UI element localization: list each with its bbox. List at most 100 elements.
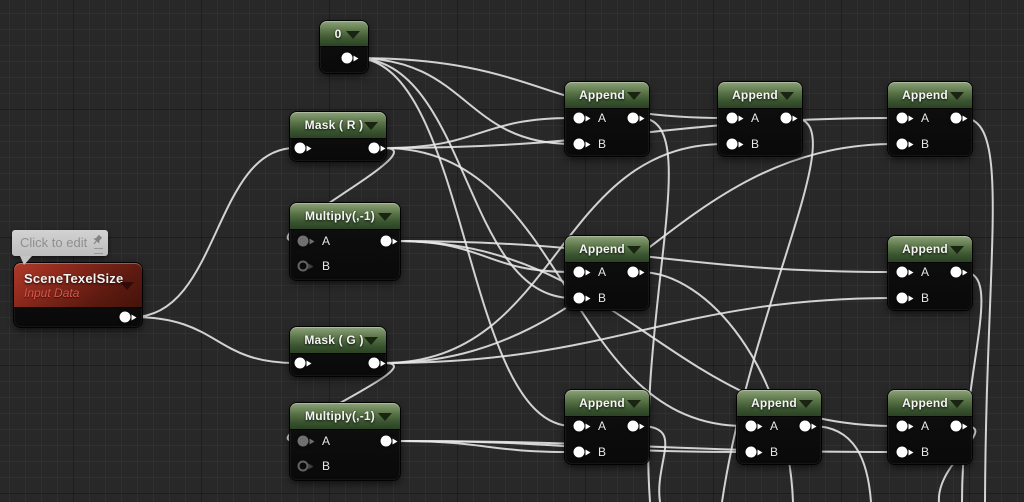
node-header[interactable]: Mask ( G ) [290, 327, 386, 354]
input-pin-b[interactable] [297, 460, 314, 472]
input-pin-b[interactable] [896, 446, 914, 458]
input-pin-b[interactable] [573, 446, 591, 458]
node-scene-texel-size[interactable]: SceneTexelSize Input Data [14, 263, 142, 327]
node-header[interactable]: Append [565, 236, 649, 263]
node-title: Mask ( R ) [304, 118, 364, 132]
output-pin[interactable] [119, 311, 137, 323]
node-append-7[interactable]: Append A B [737, 390, 821, 464]
input-pin-a[interactable] [573, 112, 591, 124]
output-pin[interactable] [627, 266, 645, 278]
input-pin-a[interactable] [745, 420, 763, 432]
node-mask-g[interactable]: Mask ( G ) [290, 327, 386, 376]
chevron-down-icon[interactable] [950, 246, 964, 254]
input-label-b: B [921, 445, 930, 459]
node-header[interactable]: Append [565, 82, 649, 109]
input-label-a: A [921, 111, 930, 125]
node-append-2[interactable]: Append A B [718, 82, 802, 156]
node-header[interactable]: Append [737, 390, 821, 417]
pushpin-icon[interactable] [91, 231, 106, 246]
input-pin-a[interactable] [573, 420, 591, 432]
node-header[interactable]: Append [565, 390, 649, 417]
chevron-down-icon[interactable] [627, 246, 641, 254]
node-header[interactable]: Multiply(,-1) [290, 403, 400, 430]
resize-grip-icon [94, 248, 103, 254]
chevron-down-icon[interactable] [364, 122, 378, 130]
chevron-down-icon[interactable] [950, 400, 964, 408]
input-pin-b[interactable] [745, 446, 763, 458]
node-header[interactable]: Append [888, 390, 972, 417]
node-header[interactable]: SceneTexelSize Input Data [14, 263, 142, 308]
output-pin[interactable] [368, 142, 386, 154]
node-title: Multiply(,-1) [305, 209, 375, 223]
node-title: Append [751, 396, 797, 410]
chevron-down-icon[interactable] [627, 92, 641, 100]
output-pin[interactable] [341, 52, 359, 64]
node-mask-r[interactable]: Mask ( R ) [290, 112, 386, 161]
input-pin-b[interactable] [573, 292, 591, 304]
node-append-8[interactable]: Append A B [888, 390, 972, 464]
wire [394, 240, 573, 273]
node-header[interactable]: Multiply(,-1) [290, 203, 400, 230]
chevron-down-icon[interactable] [780, 92, 794, 100]
output-pin[interactable] [627, 420, 645, 432]
output-pin[interactable] [380, 435, 398, 447]
output-pin[interactable] [799, 420, 817, 432]
node-const-0[interactable]: 0 [320, 21, 368, 73]
node-title: Mask ( G ) [304, 333, 364, 347]
chevron-down-icon[interactable] [364, 337, 378, 345]
chevron-down-icon[interactable] [120, 282, 134, 290]
node-multiply-1[interactable]: Multiply(,-1) A B [290, 203, 400, 280]
node-header[interactable]: 0 [320, 21, 368, 47]
node-append-1[interactable]: Append A B [565, 82, 649, 156]
wire [639, 271, 794, 502]
input-label-a: A [598, 111, 607, 125]
node-subtitle: Input Data [24, 285, 80, 300]
input-label-a: A [598, 265, 607, 279]
wire [354, 57, 726, 119]
input-pin-a[interactable] [896, 112, 914, 124]
input-pin-a[interactable] [573, 266, 591, 278]
input-label-b: B [751, 137, 760, 151]
output-pin[interactable] [368, 357, 386, 369]
input-pin[interactable] [294, 142, 312, 154]
input-pin-a[interactable] [297, 235, 315, 247]
output-pin[interactable] [950, 112, 968, 124]
node-header[interactable]: Append [718, 82, 802, 109]
input-pin-b[interactable] [726, 138, 744, 150]
node-append-5[interactable]: Append A B [888, 236, 972, 310]
node-append-4[interactable]: Append A B [565, 236, 649, 310]
input-pin-b[interactable] [896, 138, 914, 150]
input-pin-a[interactable] [726, 112, 744, 124]
node-append-6[interactable]: Append A B [565, 390, 649, 464]
output-pin[interactable] [380, 235, 398, 247]
output-pin[interactable] [950, 266, 968, 278]
chevron-down-icon[interactable] [627, 400, 641, 408]
input-label-a: A [322, 434, 331, 448]
chevron-down-icon[interactable] [378, 413, 392, 421]
node-header[interactable]: Mask ( R ) [290, 112, 386, 139]
output-pin[interactable] [780, 112, 798, 124]
input-label-b: B [598, 291, 607, 305]
output-pin[interactable] [627, 112, 645, 124]
comment-text[interactable]: Click to edit [20, 235, 88, 250]
chevron-down-icon[interactable] [799, 400, 813, 408]
wire [132, 147, 296, 318]
chevron-down-icon[interactable] [950, 92, 964, 100]
node-append-3[interactable]: Append A B [888, 82, 972, 156]
chevron-down-icon[interactable] [378, 213, 392, 221]
chevron-down-icon[interactable] [346, 30, 360, 39]
node-header[interactable]: Append [888, 82, 972, 109]
input-pin-b[interactable] [297, 260, 314, 272]
input-label-a: A [322, 234, 331, 248]
node-header[interactable]: Append [888, 236, 972, 263]
output-pin[interactable] [950, 420, 968, 432]
node-multiply-2[interactable]: Multiply(,-1) A B [290, 403, 400, 480]
comment-bubble[interactable]: Click to edit [12, 230, 108, 265]
input-pin-b[interactable] [896, 292, 914, 304]
input-pin-b[interactable] [573, 138, 591, 150]
input-pin-a[interactable] [297, 435, 315, 447]
input-pin[interactable] [294, 357, 312, 369]
input-pin-a[interactable] [896, 420, 914, 432]
input-pin-a[interactable] [896, 266, 914, 278]
